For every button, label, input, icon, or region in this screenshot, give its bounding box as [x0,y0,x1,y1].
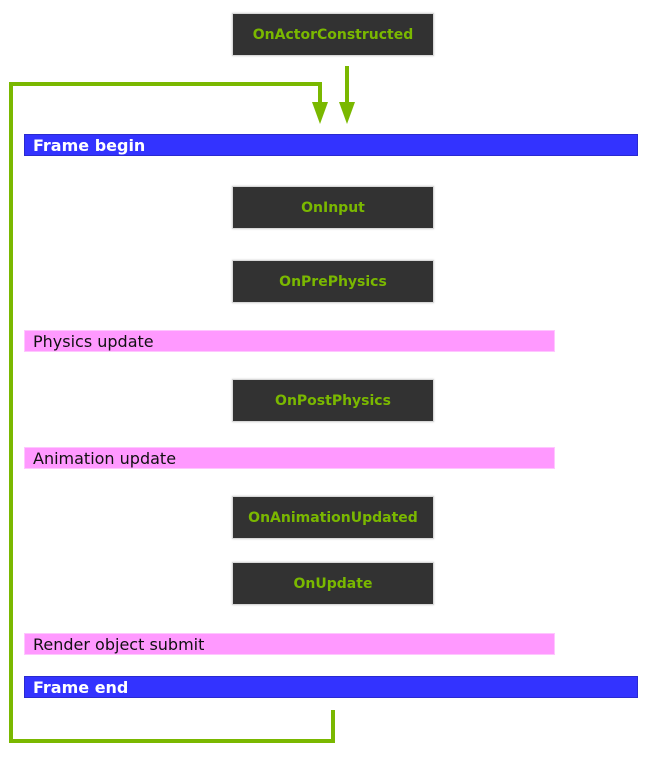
animation-update-bar: Animation update [24,447,555,469]
frame-end-bar: Frame end [24,676,638,698]
entry-arrowhead [339,102,355,124]
loop-arrowhead [312,102,328,124]
loop-arrow-line [9,82,335,743]
physics-update-bar: Physics update [24,330,555,352]
on-animation-updated-box: OnAnimationUpdated [232,496,434,539]
on-actor-constructed-box: OnActorConstructed [232,13,434,56]
on-post-physics-box: OnPostPhysics [232,379,434,422]
render-object-submit-bar: Render object submit [24,633,555,655]
on-input-box: OnInput [232,186,434,229]
frame-begin-bar: Frame begin [24,134,638,156]
on-update-box: OnUpdate [232,562,434,605]
on-pre-physics-box: OnPrePhysics [232,260,434,303]
